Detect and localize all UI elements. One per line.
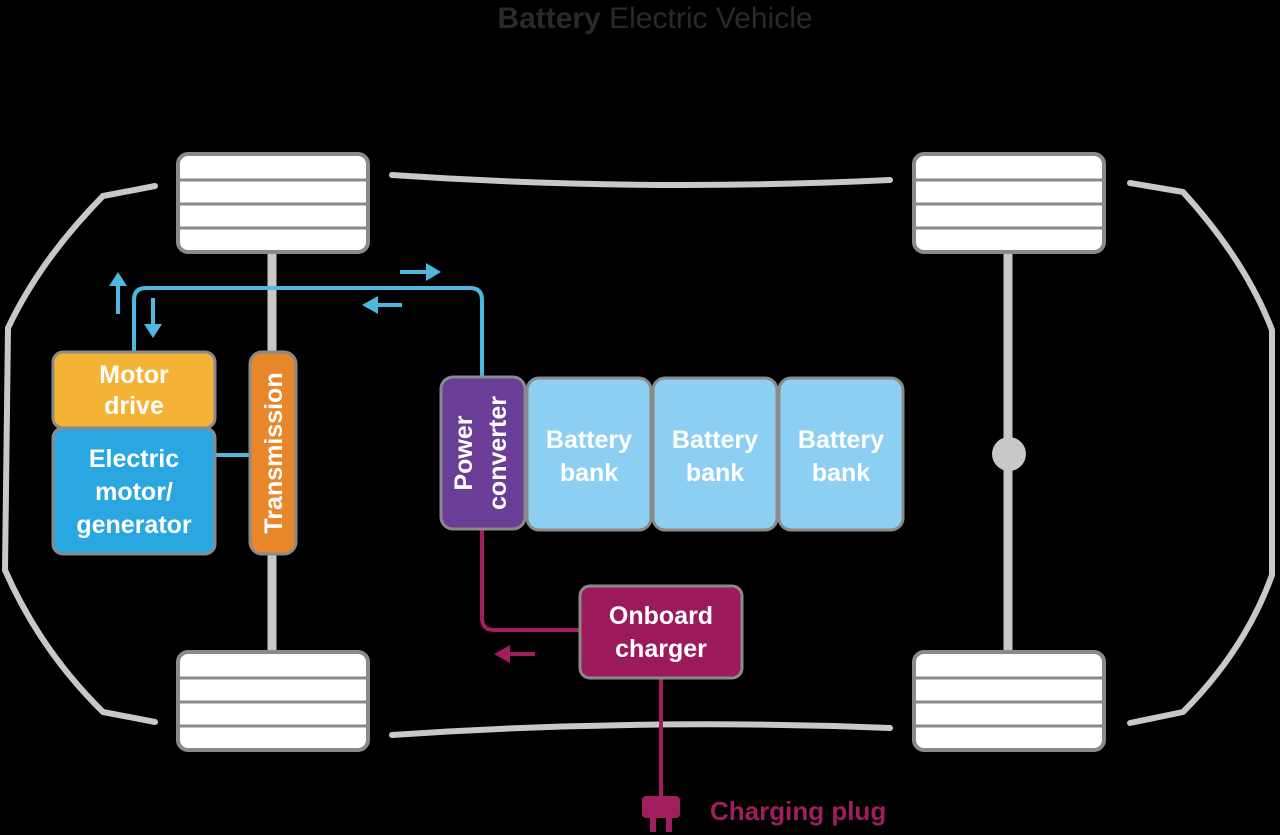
electric-motor-line3: generator [76,511,192,539]
wheel-rear-right [912,650,1106,752]
motor-drive-box: Motor drive [51,350,217,430]
battery-bank-2-line1: Battery [672,426,758,454]
motor-drive-line2: drive [104,392,164,420]
battery-bank-2-line2: bank [686,459,744,487]
wheel-front-left [176,152,370,254]
car-body-outline [2,172,1275,738]
battery-bank-3-line2: bank [812,459,870,487]
rear-differential [992,437,1026,471]
charging-line [480,530,663,798]
title-rest: Electric Vehicle [601,2,813,35]
battery-bank-2: Battery bank [651,376,779,532]
onboard-charger-box: Onboard charger [578,584,744,680]
power-flow-line [132,286,484,457]
arrow-left-charging-icon [494,645,535,663]
arrow-left-icon [362,296,402,314]
arrow-up-icon [109,272,127,314]
wheel-rear-left [176,650,370,752]
power-converter-box: Power converter [439,375,527,531]
onboard-charger-line1: Onboard [609,602,713,630]
transmission-box: Transmission [248,350,298,556]
electric-motor-box: Electric motor/ generator [51,426,217,556]
battery-bank-1-line1: Battery [546,426,632,454]
transmission-label: Transmission [260,372,288,533]
title-bold: Battery [497,2,601,35]
battery-bank-1-line2: bank [560,459,618,487]
battery-bank-1: Battery bank [525,376,653,532]
electric-motor-line1: Electric [89,445,179,473]
arrow-down-icon [144,298,162,338]
battery-bank-3-line1: Battery [798,426,884,454]
onboard-charger-line2: charger [615,635,707,663]
power-converter-line2: converter [484,396,512,510]
wheel-front-right [912,152,1106,254]
diagram-title: Battery Electric Vehicle [497,2,812,35]
charging-plug-label: Charging plug [710,796,886,826]
arrow-right-icon [400,263,441,281]
battery-bank-3: Battery bank [777,376,905,532]
motor-drive-line1: Motor [99,361,169,389]
power-converter-line1: Power [450,415,478,490]
electric-motor-line2: motor/ [95,478,173,506]
plug-icon [642,796,680,832]
